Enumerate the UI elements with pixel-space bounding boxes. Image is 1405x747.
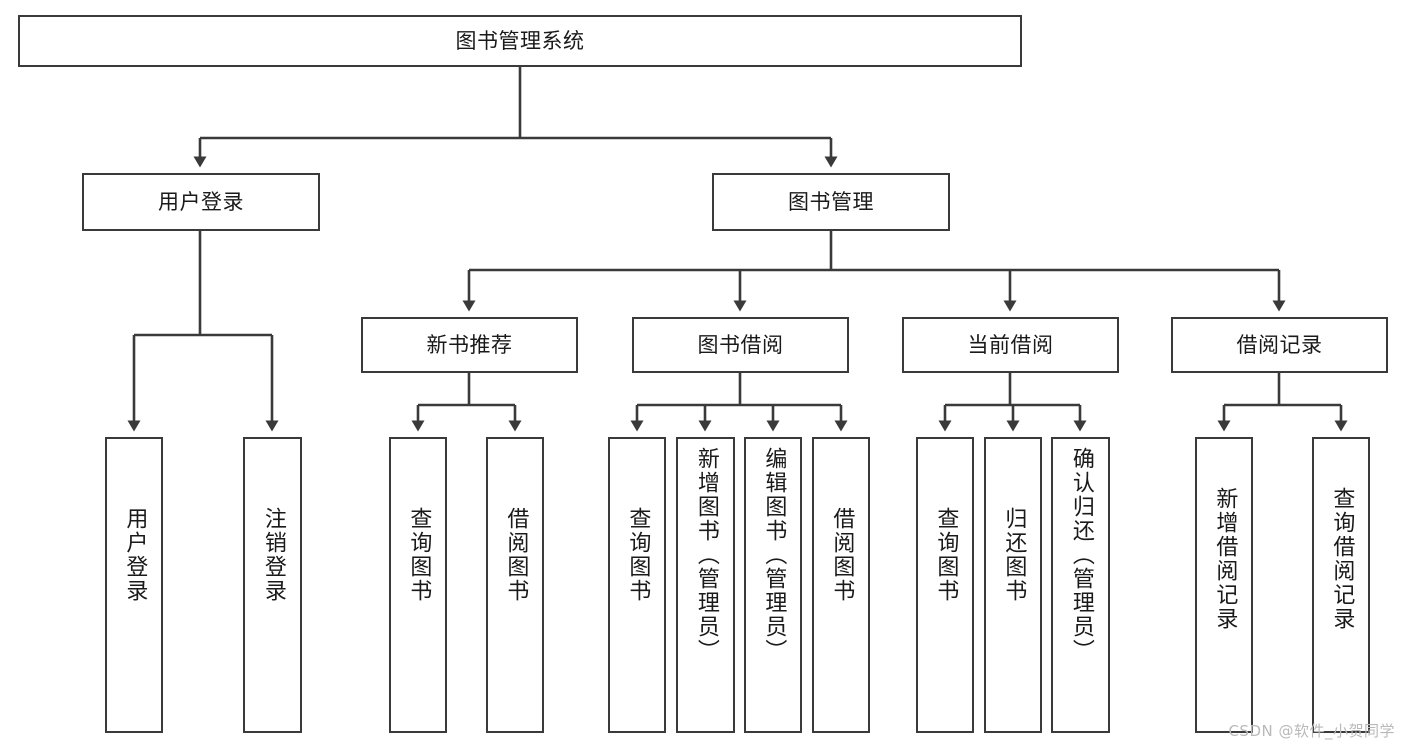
node-borrow-record-label: 借阅记录 xyxy=(1236,332,1323,357)
node-book-borrow-label: 图书借阅 xyxy=(697,332,784,357)
node-leaf-borrow-add-book[interactable]: 新增图书（管理员） xyxy=(676,437,735,733)
node-leaf-borrow-edit-book[interactable]: 编辑图书（管理员） xyxy=(744,437,802,733)
node-leaf-borrow-borrow-book[interactable]: 借阅图书 xyxy=(812,437,870,733)
node-new-book-recommend[interactable]: 新书推荐 xyxy=(361,317,578,373)
node-leaf-current-return-book[interactable]: 归还图书 xyxy=(984,437,1042,733)
node-root-label: 图书管理系统 xyxy=(455,28,585,53)
node-leaf-recommend-query-book-label: 查询图书 xyxy=(406,507,432,603)
node-leaf-record-query-label: 查询借阅记录 xyxy=(1329,487,1355,631)
node-leaf-borrow-add-book-label: 新增图书（管理员） xyxy=(693,447,719,663)
node-leaf-user-logout-label: 注销登录 xyxy=(260,507,286,603)
node-leaf-current-confirm-return[interactable]: 确认归还（管理员） xyxy=(1051,437,1110,733)
node-leaf-borrow-query-book-label: 查询图书 xyxy=(625,507,651,603)
node-leaf-user-login[interactable]: 用户登录 xyxy=(105,437,163,733)
node-current-borrow[interactable]: 当前借阅 xyxy=(902,317,1119,373)
node-leaf-current-return-book-label: 归还图书 xyxy=(1001,507,1027,603)
node-leaf-recommend-query-book[interactable]: 查询图书 xyxy=(389,437,447,733)
node-leaf-current-query-book-label: 查询图书 xyxy=(933,507,959,603)
node-root[interactable]: 图书管理系统 xyxy=(18,15,1022,67)
node-current-borrow-label: 当前借阅 xyxy=(967,332,1054,357)
node-new-book-recommend-label: 新书推荐 xyxy=(426,332,513,357)
node-leaf-user-login-label: 用户登录 xyxy=(122,507,148,603)
node-leaf-current-query-book[interactable]: 查询图书 xyxy=(916,437,974,733)
csdn-watermark: CSDN @软件_小贺同学 xyxy=(1228,722,1395,740)
node-book-manage-label: 图书管理 xyxy=(788,189,874,214)
node-user-login[interactable]: 用户登录 xyxy=(82,173,320,231)
node-leaf-record-add[interactable]: 新增借阅记录 xyxy=(1195,437,1253,733)
node-book-manage[interactable]: 图书管理 xyxy=(712,173,950,231)
node-borrow-record[interactable]: 借阅记录 xyxy=(1171,317,1388,373)
node-leaf-record-query[interactable]: 查询借阅记录 xyxy=(1312,437,1370,733)
node-leaf-borrow-borrow-book-label: 借阅图书 xyxy=(829,507,855,603)
node-leaf-user-logout[interactable]: 注销登录 xyxy=(243,437,302,733)
node-leaf-borrow-edit-book-label: 编辑图书（管理员） xyxy=(761,447,787,663)
node-leaf-current-confirm-return-label: 确认归还（管理员） xyxy=(1068,447,1094,663)
node-leaf-recommend-borrow-book-label: 借阅图书 xyxy=(503,507,529,603)
node-user-login-label: 用户登录 xyxy=(158,189,244,214)
node-leaf-record-add-label: 新增借阅记录 xyxy=(1212,487,1238,631)
node-book-borrow[interactable]: 图书借阅 xyxy=(632,317,849,373)
node-leaf-recommend-borrow-book[interactable]: 借阅图书 xyxy=(486,437,544,733)
node-leaf-borrow-query-book[interactable]: 查询图书 xyxy=(608,437,666,733)
